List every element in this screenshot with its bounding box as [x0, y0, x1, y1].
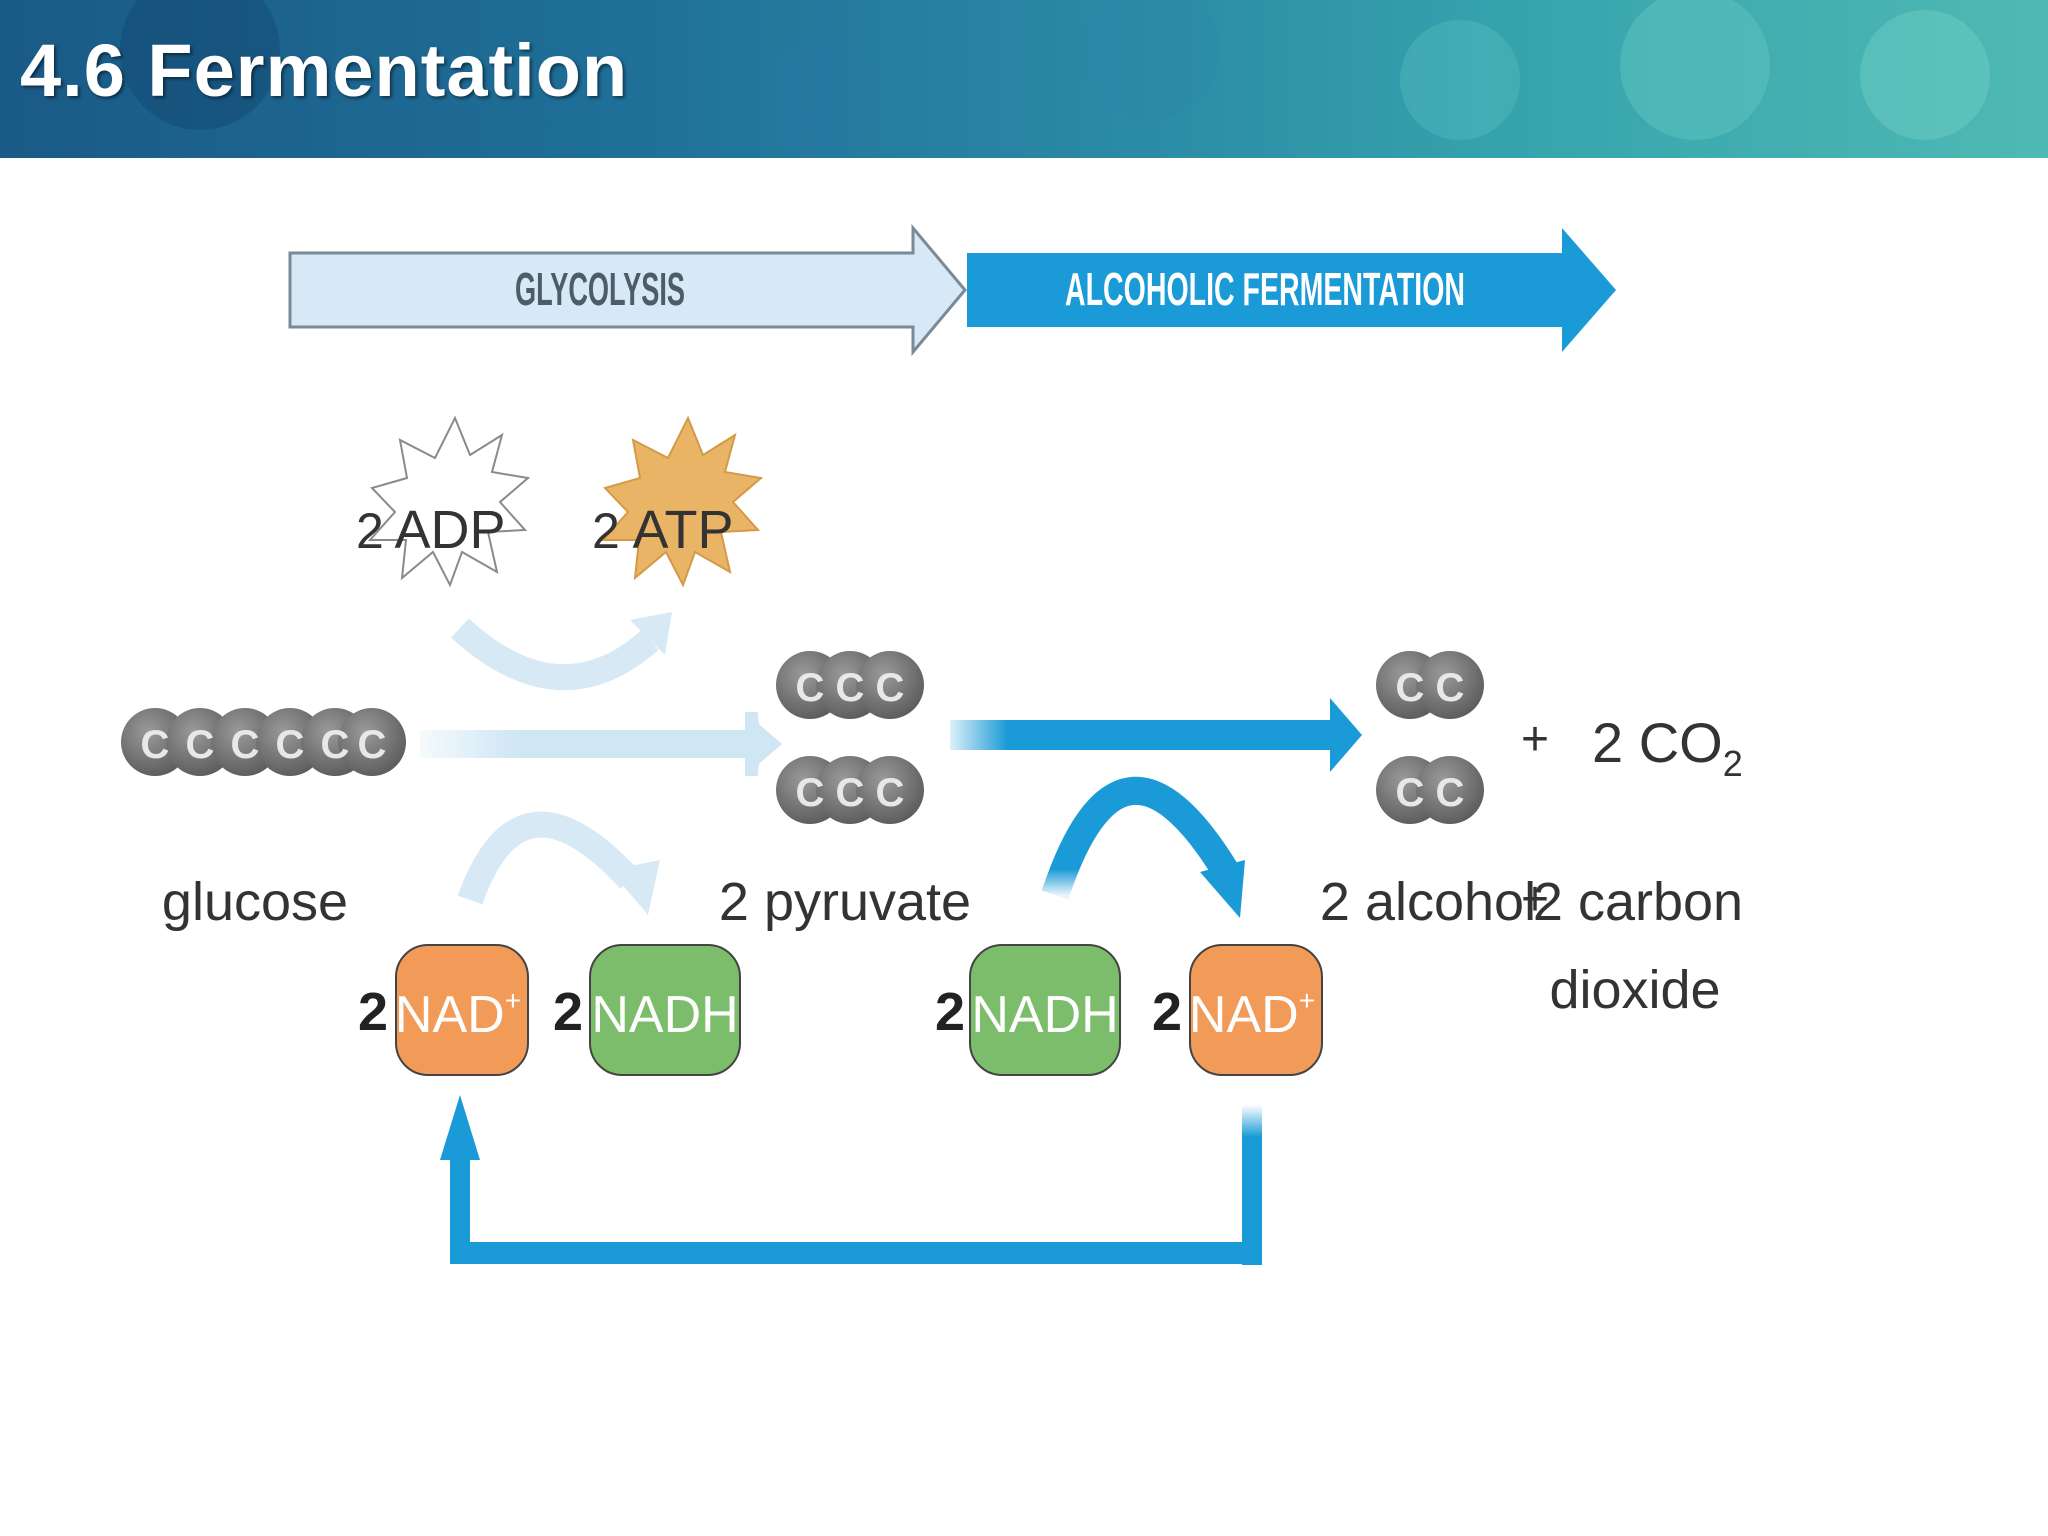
alcohol-label: 2 alcohol: [1320, 872, 1536, 932]
pyruvate-carbon: C: [796, 666, 825, 710]
nad-right-label: NAD+: [1189, 985, 1315, 1044]
alcohol-carbon: C: [1396, 771, 1425, 815]
glycolysis-main-arrow: [420, 730, 750, 758]
alcohol-molecules: C C C C: [1376, 651, 1484, 824]
recycle-loop-arrowhead: [440, 1095, 480, 1160]
adp-to-atp-arrow: [451, 618, 659, 691]
adp-starburst: [367, 415, 531, 588]
adp-label: ADP: [394, 500, 505, 560]
glycolysis-arrow-tip: [745, 712, 782, 776]
nad-left-count: 2: [358, 982, 388, 1042]
recycle-loop-up: [450, 1140, 470, 1264]
nadh-right-label: NADH: [971, 986, 1118, 1044]
glucose-carbon: C: [276, 723, 305, 767]
nad-to-nadh-arrow: [457, 811, 640, 905]
nad-right-count: 2: [1152, 982, 1182, 1042]
glucose-carbon: C: [186, 723, 215, 767]
nadh-left-label: NADH: [591, 986, 738, 1044]
carbon-dioxide-label-line2: dioxide: [1549, 960, 1720, 1020]
fermentation-label: ALCOHOLIC FERMENTATION: [1065, 263, 1465, 315]
nadh-left-count: 2: [553, 982, 583, 1042]
nadh-right-count: 2: [935, 982, 965, 1042]
nadh-right-pill: [969, 944, 1121, 1076]
glucose-carbon: C: [321, 723, 350, 767]
slide-title: 4.6 Fermentation: [20, 29, 629, 112]
nad-left-label: NAD+: [395, 985, 521, 1044]
alcohol-carbon: C: [1436, 666, 1465, 710]
carbon-dioxide-label-line1: 2 carbon: [1533, 872, 1743, 932]
pyruvate-carbon: C: [836, 771, 865, 815]
co2-plus: +: [1521, 713, 1549, 766]
alcohol-carbon: C: [1396, 666, 1425, 710]
slide-header: 4.6 Fermentation: [0, 0, 2048, 158]
atp-starburst: [600, 415, 764, 588]
pyruvate-carbon: C: [836, 666, 865, 710]
nadh-to-nad-arrowhead: [1200, 860, 1245, 918]
glycolysis-label: GLYCOLYSIS: [515, 263, 685, 315]
atp-label: ATP: [632, 500, 733, 560]
products-plus: +: [1521, 873, 1549, 926]
glucose-molecule: C C C C C C: [121, 708, 406, 776]
pyruvate-label: 2 pyruvate: [719, 872, 971, 932]
nad-to-nadh-arrowhead: [610, 860, 660, 915]
glucose-carbon: C: [231, 723, 260, 767]
adp-to-atp-arrowhead: [630, 612, 672, 655]
nadh-left-pill: [589, 944, 741, 1076]
alcohol-carbon: C: [1436, 771, 1465, 815]
glucose-label: glucose: [162, 872, 348, 932]
recycle-loop-down: [1242, 1105, 1262, 1265]
nad-left-pill: [395, 944, 529, 1076]
fermentation-main-arrowhead: [1330, 698, 1362, 772]
recycle-loop-bottom: [450, 1242, 1262, 1264]
pyruvate-carbon: C: [796, 771, 825, 815]
fermentation-banner: [967, 228, 1616, 352]
pyruvate-molecules: C C C C C C: [776, 651, 924, 824]
pyruvate-carbon: C: [876, 666, 905, 710]
fermentation-main-arrow: [950, 720, 1335, 750]
glycolysis-banner: [288, 223, 967, 357]
glucose-carbon: C: [358, 723, 387, 767]
adp-count: 2: [356, 503, 384, 559]
nadh-to-nad-arrow: [1041, 776, 1237, 900]
atp-count: 2: [592, 503, 620, 559]
nad-right-pill: [1189, 944, 1323, 1076]
pyruvate-carbon: C: [876, 771, 905, 815]
co2-label: 2 CO2: [1592, 711, 1743, 784]
glucose-carbon: C: [141, 723, 170, 767]
